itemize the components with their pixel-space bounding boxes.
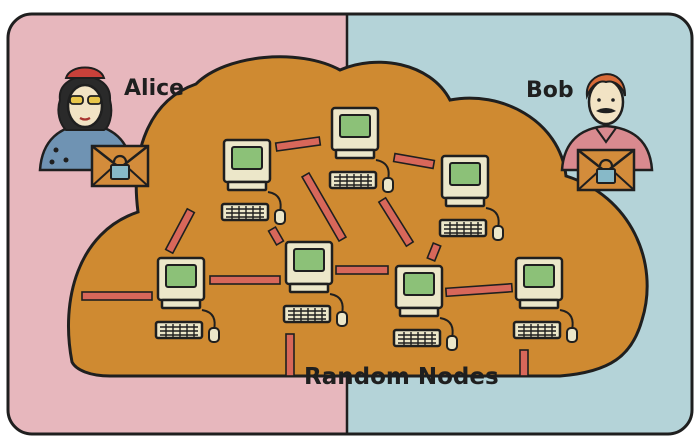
outer-frame bbox=[6, 12, 694, 436]
locked-envelope-icon bbox=[90, 144, 150, 188]
network-links bbox=[81, 136, 529, 377]
bob-locked-envelope bbox=[576, 148, 636, 192]
bob-label: Bob bbox=[526, 78, 574, 103]
alice-locked-envelope bbox=[90, 144, 150, 188]
locked-envelope-icon bbox=[576, 148, 636, 192]
cloud-shape bbox=[66, 55, 649, 378]
cloud-label: Random Nodes bbox=[304, 364, 499, 390]
alice-label: Alice bbox=[124, 76, 184, 101]
